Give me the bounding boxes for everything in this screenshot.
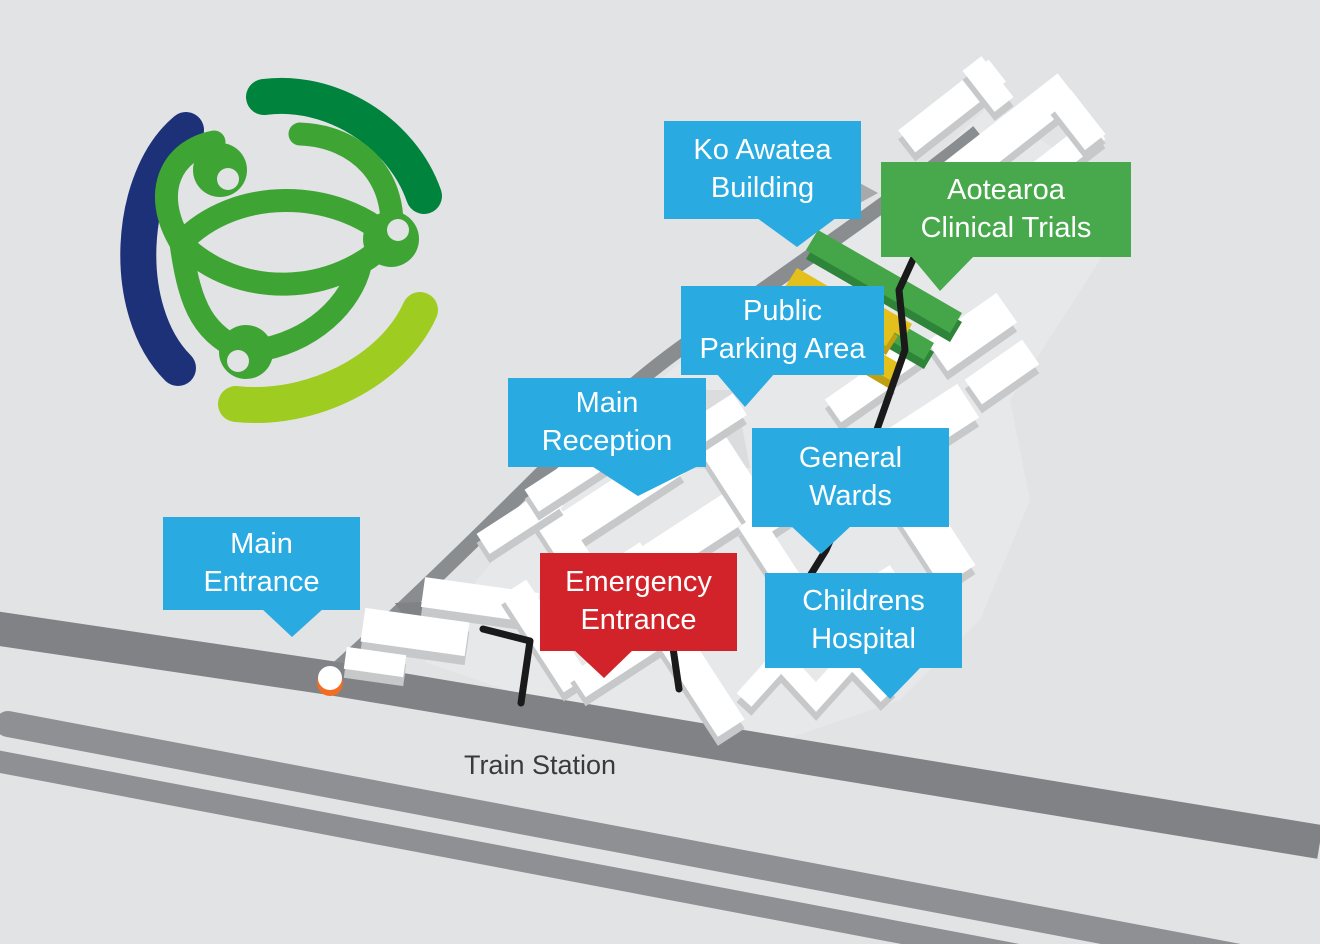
railway-line-2 — [0, 750, 1020, 944]
train-station-label: Train Station — [463, 750, 617, 780]
building-block — [1050, 89, 1106, 151]
label-line: Main — [575, 386, 639, 419]
building-block — [655, 623, 745, 737]
label-line: Parking Area — [699, 332, 866, 365]
label-line: Entrance — [580, 604, 697, 636]
logo-koru-triskelion — [154, 122, 419, 379]
label-ko-awatea-building: Ko Awatea Building — [664, 121, 861, 219]
callout-tails — [261, 218, 975, 699]
org-logo — [120, 77, 442, 423]
campus-boundary-road — [331, 126, 983, 676]
koru-head-spiral — [387, 219, 409, 241]
tail-ko-awatea — [757, 218, 836, 247]
label-childrens-hospital: Childrens Hospital — [765, 573, 962, 668]
roundabout-marker — [317, 666, 343, 696]
tail-childrens — [858, 666, 922, 699]
label-line: Clinical Trials — [920, 211, 1092, 244]
building-block — [360, 607, 470, 657]
label-line: Emergency — [565, 566, 712, 599]
koru-head — [363, 211, 419, 267]
label-main-reception: Main Reception — [508, 378, 706, 467]
koru-head — [219, 325, 273, 379]
label-line: Aotearoa — [947, 173, 1065, 206]
label-line: General — [798, 441, 903, 474]
label-line: Public — [743, 294, 822, 327]
building-block — [964, 339, 1040, 405]
building-block — [962, 56, 1014, 112]
main-road — [0, 611, 1320, 859]
label-line: Reception — [541, 424, 673, 457]
tail-main-reception — [590, 465, 700, 496]
building-block — [926, 292, 1018, 372]
building-block — [343, 646, 407, 678]
tail-public-parking — [716, 373, 775, 407]
gray-arrow-marker — [856, 181, 878, 205]
label-line: Childrens — [802, 584, 925, 617]
railway-line-1 — [0, 711, 1241, 944]
koru-head-spiral — [217, 168, 239, 190]
tail-aotearoa — [910, 255, 975, 291]
tail-emergency — [573, 649, 634, 678]
label-main-entrance: Main Entrance — [163, 517, 360, 610]
label-line: Ko Awatea — [693, 134, 832, 167]
tail-general-wards — [790, 525, 852, 554]
tail-main-entrance — [261, 608, 324, 637]
label-line: Main — [230, 527, 293, 560]
koru-head-spiral — [227, 350, 249, 372]
koru-head — [193, 143, 247, 197]
label-line: Entrance — [203, 565, 320, 598]
logo-navy-arc — [120, 112, 204, 386]
label-line: Hospital — [811, 622, 916, 655]
label-line: Building — [710, 172, 815, 204]
label-aotearoa-clinical-trials: Aotearoa Clinical Trials — [881, 162, 1131, 257]
logo-dark-green-arc — [246, 77, 442, 214]
label-line: Wards — [809, 479, 892, 512]
label-public-parking-area: Public Parking Area — [681, 286, 884, 375]
logo-lime-arc — [218, 292, 438, 423]
label-emergency-entrance: Emergency Entrance — [540, 553, 737, 651]
label-general-wards: General Wards — [752, 428, 949, 527]
